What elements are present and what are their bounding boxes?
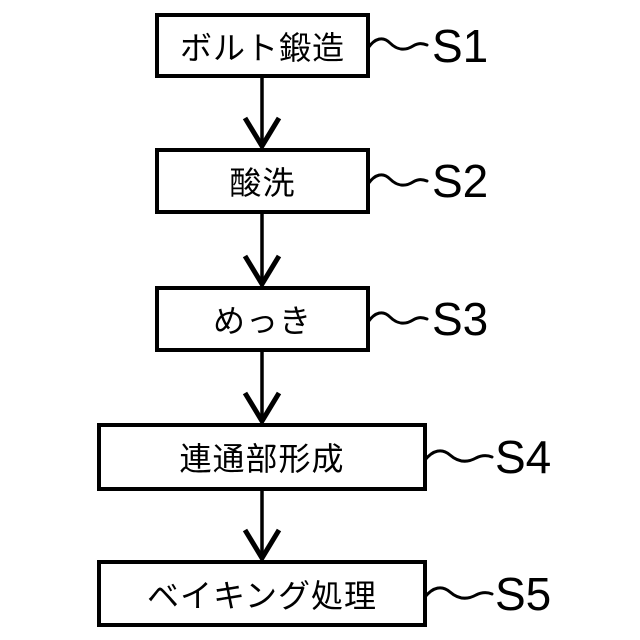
step-label-communicating-portion-formation: 連通部形成 xyxy=(179,441,345,477)
step-box-plating: めっき xyxy=(155,286,370,352)
step-id-s4: S4 xyxy=(495,431,552,483)
down-arrow-3 xyxy=(242,352,282,426)
step-box-bolt-forging: ボルト鍛造 xyxy=(155,13,370,78)
down-arrow-2 xyxy=(242,214,282,289)
reference-squiggle-s2 xyxy=(366,173,429,187)
step-id-s5: S5 xyxy=(495,567,552,620)
step-box-pickling: 酸洗 xyxy=(155,148,370,214)
reference-squiggle-s5 xyxy=(423,586,494,600)
reference-squiggle-s4 xyxy=(423,449,494,463)
down-arrow-1 xyxy=(242,78,282,151)
down-arrow-4 xyxy=(242,491,282,563)
step-id-s1: S1 xyxy=(432,19,489,72)
reference-squiggle-s3 xyxy=(366,311,429,325)
reference-squiggle-s1 xyxy=(366,37,429,51)
step-box-communicating-portion-formation: 連通部形成 xyxy=(97,423,427,491)
step-label-pickling: 酸洗 xyxy=(229,165,296,201)
step-id-s2: S2 xyxy=(432,155,489,207)
step-id-s3: S3 xyxy=(432,293,489,345)
step-label-bolt-forging: ボルト鍛造 xyxy=(179,29,345,66)
step-label-plating: めっき xyxy=(212,303,312,339)
step-label-baking-treatment: ベイキング処理 xyxy=(146,577,378,614)
step-box-baking-treatment: ベイキング処理 xyxy=(97,560,427,627)
